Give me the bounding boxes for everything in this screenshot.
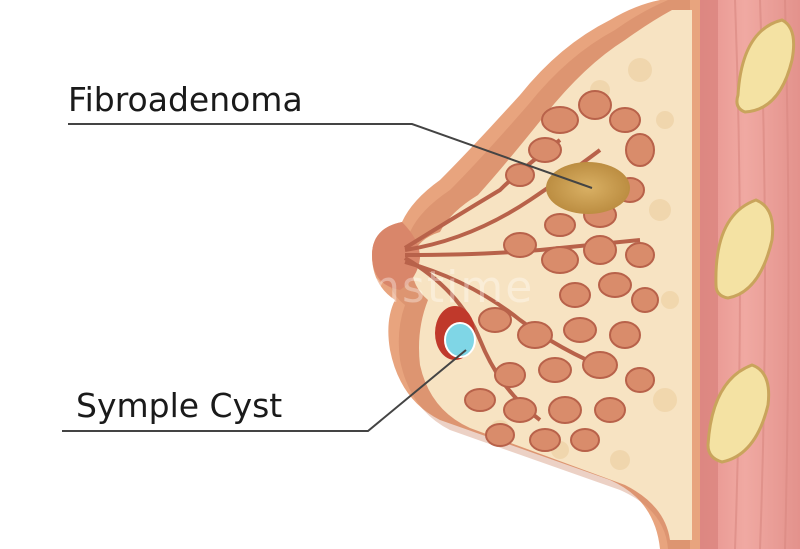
cyst-leader-line: [62, 349, 467, 432]
cyst-label: Symple Cyst: [76, 386, 283, 425]
watermark: dreamstime: [250, 262, 535, 313]
fibroadenoma-mass: [546, 162, 630, 214]
ribs: [706, 18, 796, 464]
nipple: [372, 222, 420, 290]
fibroadenoma-leader-line: [68, 123, 593, 189]
simple-cyst: [435, 306, 476, 360]
fibroadenoma-label: Fibroadenoma: [68, 80, 303, 119]
